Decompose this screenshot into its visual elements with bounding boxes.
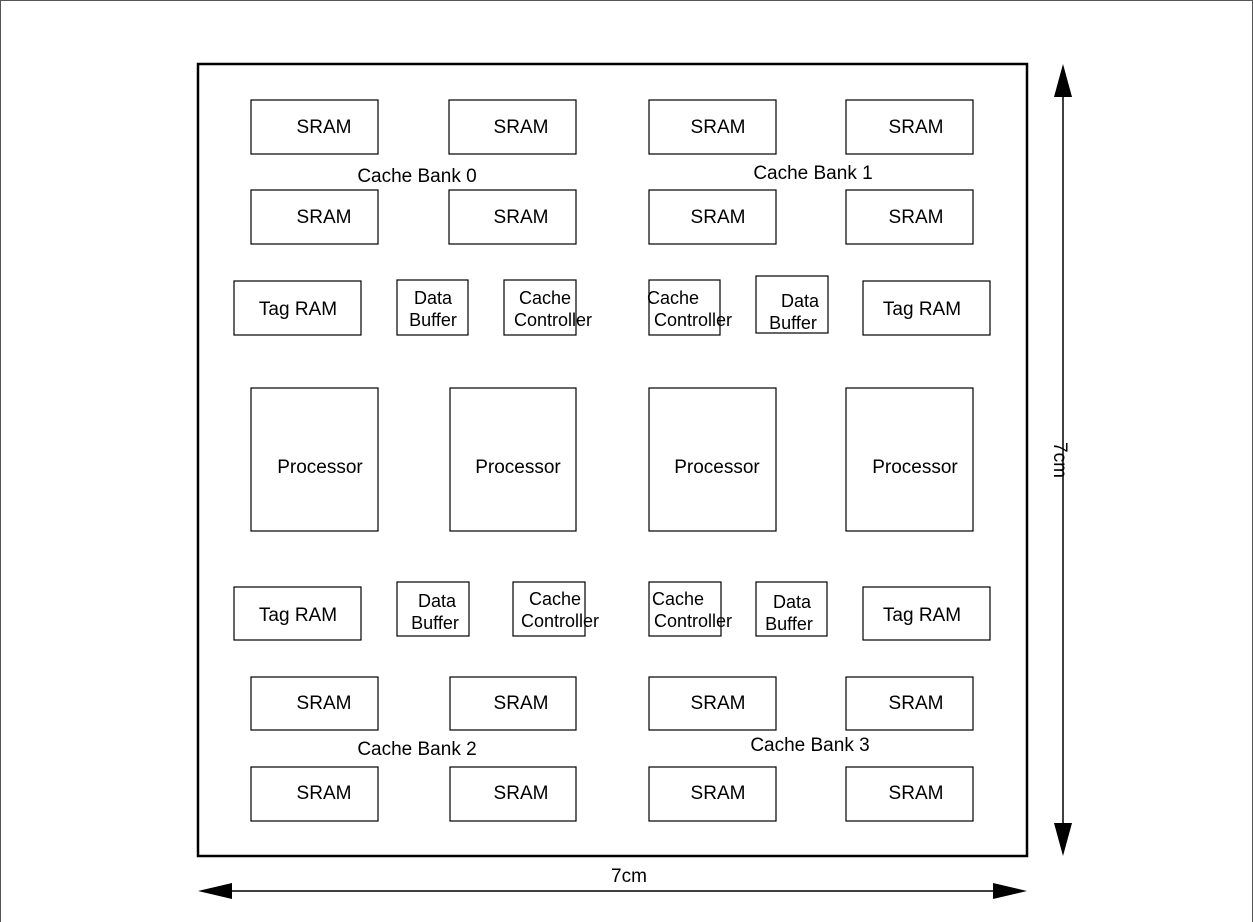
sram-block: SRAM [648,766,777,822]
svg-text:Tag RAM: Tag RAM [259,605,337,626]
svg-text:Data: Data [773,592,812,612]
svg-text:Buffer: Buffer [765,614,813,634]
tag-ram-block: Tag RAM [862,280,991,336]
processor-block: Processor [449,387,577,532]
svg-text:Controller: Controller [514,310,592,330]
width-dimension-arrow [198,883,1027,899]
svg-text:Buffer: Buffer [409,310,457,330]
svg-text:SRAM: SRAM [494,783,549,804]
sram-block: SRAM [250,766,379,822]
cache-bank-2-label: Cache Bank 2 [357,739,476,760]
cache-bank-1-label: Cache Bank 1 [753,163,872,184]
tag-ram-block: Tag RAM [233,586,362,641]
svg-text:Processor: Processor [277,457,363,478]
svg-text:Cache: Cache [519,288,571,308]
svg-text:SRAM: SRAM [691,693,746,714]
sram-block: SRAM [449,766,577,822]
processor-block: Processor [845,387,974,532]
svg-text:Cache: Cache [652,589,704,609]
svg-text:Data: Data [781,291,820,311]
svg-text:Data: Data [418,591,457,611]
svg-text:Controller: Controller [654,310,732,330]
cache-bank-3-label: Cache Bank 3 [750,735,869,756]
sram-block: SRAM [448,99,577,155]
svg-text:SRAM: SRAM [494,693,549,714]
svg-text:SRAM: SRAM [889,693,944,714]
svg-text:Controller: Controller [654,611,732,631]
svg-text:SRAM: SRAM [691,207,746,228]
sram-block: SRAM [845,99,974,155]
svg-text:Cache: Cache [647,288,699,308]
svg-text:SRAM: SRAM [889,783,944,804]
sram-block: SRAM [648,99,777,155]
svg-text:SRAM: SRAM [297,693,352,714]
processor-block: Processor [250,387,379,532]
svg-text:Cache: Cache [529,589,581,609]
svg-text:Processor: Processor [872,457,958,478]
chip-outline [196,62,1029,858]
svg-text:Processor: Processor [674,457,760,478]
tag-ram-block: Tag RAM [233,280,362,336]
svg-text:Data: Data [414,288,453,308]
tag-ram-block: Tag RAM [862,586,991,641]
sram-block: SRAM [449,676,577,731]
svg-text:SRAM: SRAM [889,117,944,138]
svg-text:SRAM: SRAM [297,783,352,804]
svg-text:SRAM: SRAM [494,207,549,228]
svg-text:Tag RAM: Tag RAM [883,605,961,626]
cache-bank-0-label: Cache Bank 0 [357,166,476,187]
svg-text:Tag RAM: Tag RAM [259,299,337,320]
sram-block: SRAM [648,676,777,731]
sram-block: SRAM [448,189,577,245]
height-label: 7cm [1049,442,1070,478]
svg-text:SRAM: SRAM [691,117,746,138]
sram-block: SRAM [250,99,379,155]
svg-text:Buffer: Buffer [769,313,817,333]
sram-block: SRAM [845,766,974,822]
sram-block: SRAM [845,189,974,245]
width-label: 7cm [611,866,647,887]
svg-text:Controller: Controller [521,611,599,631]
sram-block: SRAM [250,676,379,731]
svg-text:Buffer: Buffer [411,613,459,633]
svg-text:SRAM: SRAM [297,207,352,228]
sram-block: SRAM [648,189,777,245]
sram-block: SRAM [845,676,974,731]
svg-text:SRAM: SRAM [691,783,746,804]
svg-text:SRAM: SRAM [889,207,944,228]
svg-text:SRAM: SRAM [494,117,549,138]
processor-block: Processor [648,387,777,532]
svg-text:SRAM: SRAM [297,117,352,138]
svg-text:Tag RAM: Tag RAM [883,299,961,320]
svg-text:Processor: Processor [475,457,561,478]
sram-block: SRAM [250,189,379,245]
height-dimension-arrow [1054,64,1072,856]
